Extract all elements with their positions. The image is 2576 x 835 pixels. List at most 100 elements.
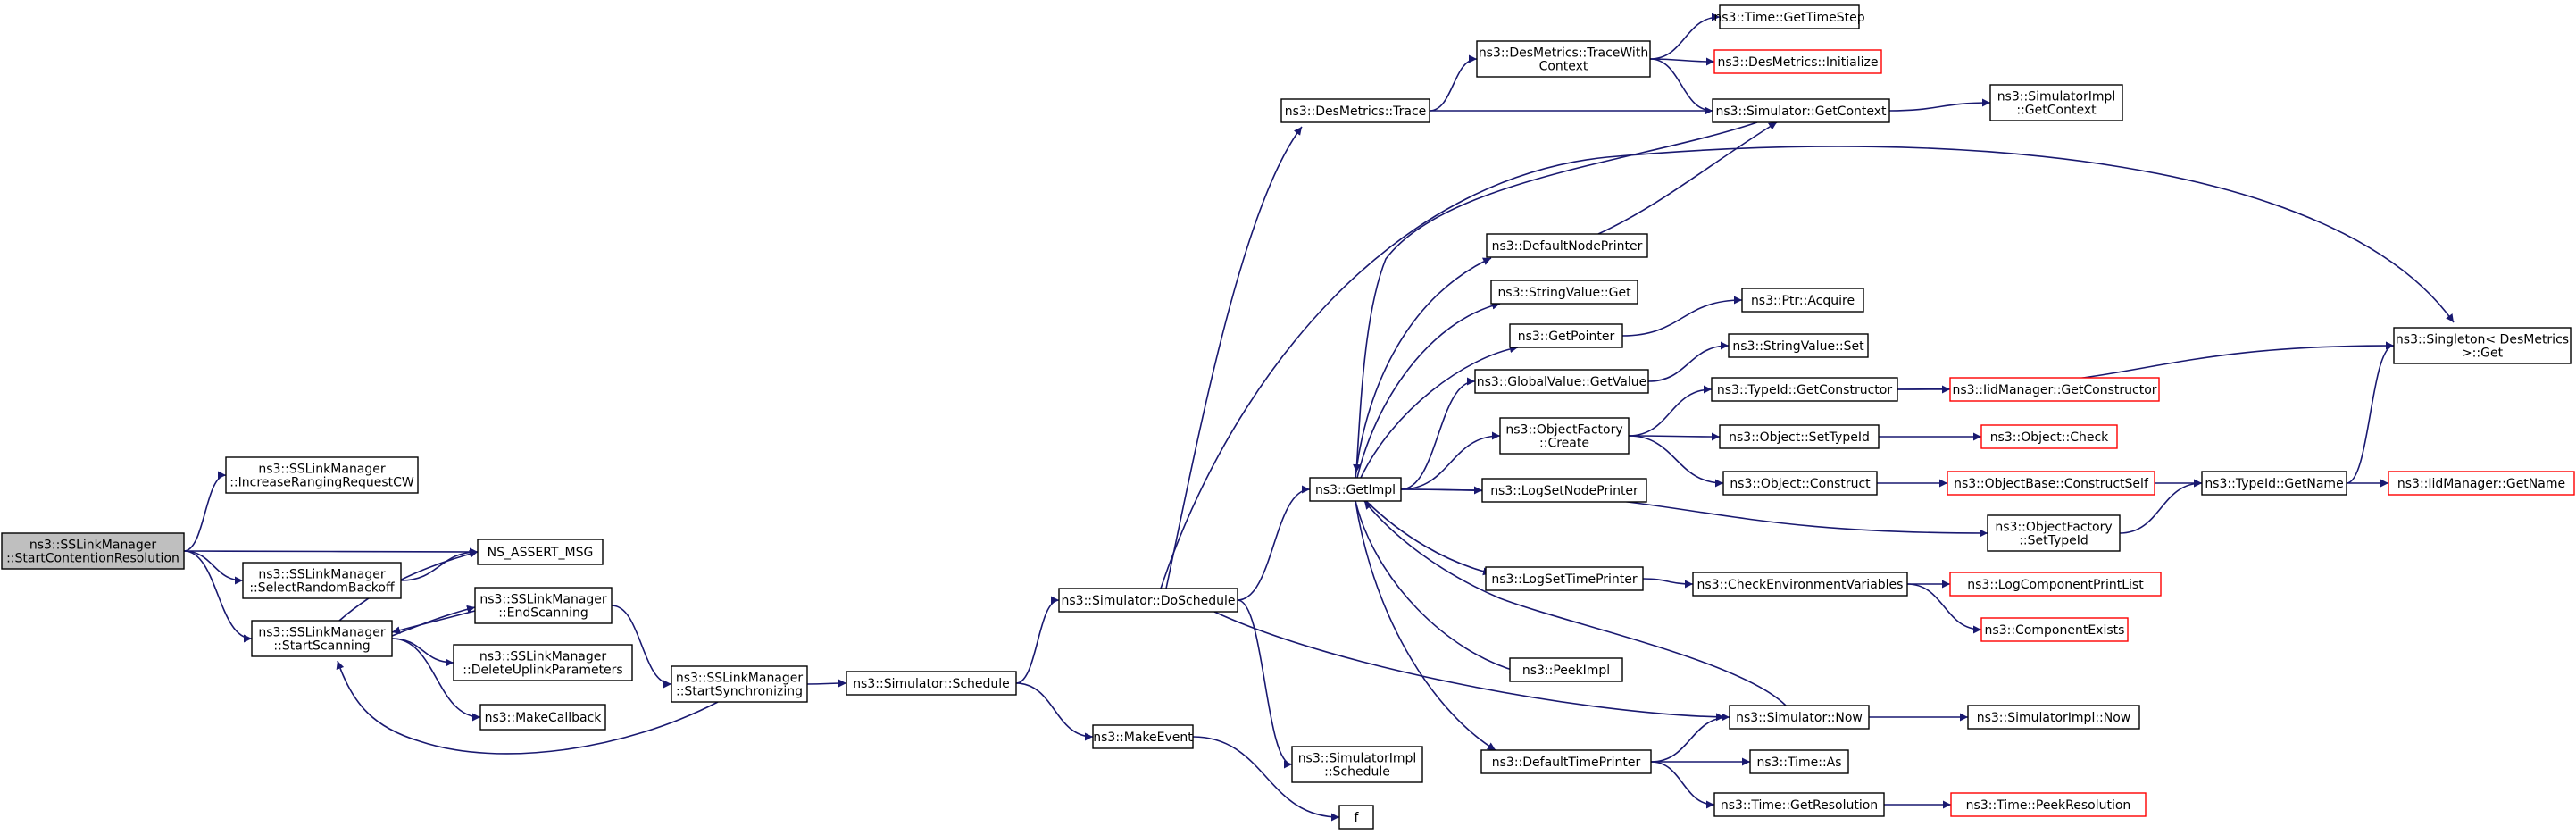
node-label: ns3::Simulator::DoSchedule — [1062, 594, 1236, 608]
node-label: ns3::SSLinkManager — [479, 593, 607, 607]
node-simNow[interactable]: ns3::Simulator::Now — [1729, 705, 1870, 730]
edge-objFactoryCreate-to-typeGetConstructor — [1628, 385, 1713, 437]
edge-traceWithCtx-to-getContext — [1649, 58, 1713, 115]
node-box — [1749, 749, 1849, 774]
node-label: NS_ASSERT_MSG — [488, 546, 594, 560]
node-logSetNodePrinter[interactable]: ns3::LogSetNodePrinter — [1481, 478, 1647, 503]
node-timePeekRes[interactable]: ns3::Time::PeekResolution — [1950, 792, 2147, 817]
node-implNow[interactable]: ns3::SimulatorImpl::Now — [1967, 705, 2140, 730]
node-label: ::IncreaseRangingRequestCW — [229, 476, 414, 490]
node-makeEvent[interactable]: ns3::MakeEvent — [1092, 724, 1194, 749]
node-timeAs[interactable]: ns3::Time::As — [1749, 749, 1849, 774]
node-label: ns3::Singleton< DesMetrics — [2396, 333, 2569, 347]
node-getPointer[interactable]: ns3::GetPointer — [1509, 323, 1623, 348]
node-endScanning[interactable]: ns3::SSLinkManager::EndScanning — [474, 587, 613, 624]
node-box — [1338, 805, 1374, 830]
node-box — [1474, 369, 1649, 394]
edge-traceWithCtx-to-desInit — [1649, 57, 1715, 66]
node-label: ns3::ObjectBase::ConstructSelf — [1954, 477, 2149, 491]
edge-getImpl-to-globalGetValue — [1400, 377, 1476, 490]
node-label: ::StartSynchronizing — [676, 685, 803, 699]
node-constructSelf[interactable]: ns3::ObjectBase::ConstructSelf — [1947, 471, 2155, 496]
node-singletonGet[interactable]: ns3::Singleton< DesMetrics >::Get — [2393, 327, 2572, 364]
node-incRanging[interactable]: ns3::SSLinkManager::IncreaseRangingReque… — [225, 456, 419, 494]
node-f[interactable]: f — [1338, 805, 1374, 830]
node-globalGetValue[interactable]: ns3::GlobalValue::GetValue — [1474, 369, 1649, 394]
edge-objFactoryCreate-to-objSetTypeId — [1628, 432, 1721, 441]
node-getTimeStep[interactable]: ns3::Time::GetTimeStep — [1713, 4, 1865, 29]
node-box — [671, 665, 808, 703]
node-logCompPrintList[interactable]: ns3::LogComponentPrintList — [1949, 572, 2162, 597]
node-ptrAcquire[interactable]: ns3::Ptr::Acquire — [1741, 288, 1864, 313]
node-label: ::GetContext — [2016, 104, 2097, 118]
node-box — [1713, 792, 1885, 817]
node-typeGetName[interactable]: ns3::TypeId::GetName — [2201, 471, 2347, 496]
node-doSchedule[interactable]: ns3::Simulator::DoSchedule — [1058, 588, 1238, 613]
node-box — [1989, 84, 2123, 121]
node-stringValueGet[interactable]: ns3::StringValue::Get — [1490, 280, 1638, 305]
node-box — [1722, 471, 1878, 496]
node-getContext[interactable]: ns3::Simulator::GetContext — [1712, 98, 1890, 123]
node-peekImpl[interactable]: ns3::PeekImpl — [1509, 657, 1623, 682]
edge-getImpl-to-defaultTimePrinter — [1355, 500, 1496, 751]
node-makeCallback[interactable]: ns3::MakeCallback — [479, 704, 606, 731]
node-box — [1486, 233, 1648, 258]
node-schedule[interactable]: ns3::Simulator::Schedule — [846, 671, 1017, 696]
edge-defaultNodePrinter-to-getContext — [1597, 121, 1778, 235]
node-label: ns3::LogComponentPrintList — [1967, 578, 2144, 592]
node-desInit[interactable]: ns3::DesMetrics::Initialize — [1713, 49, 1882, 74]
node-label: ns3::DefaultTimePrinter — [1492, 756, 1641, 770]
node-label: ns3::GetImpl — [1315, 483, 1396, 497]
node-typeGetConstructor[interactable]: ns3::TypeId::GetConstructor — [1711, 377, 1898, 402]
node-iidGetConstructor[interactable]: ns3::IidManager::GetConstructor — [1949, 377, 2160, 402]
node-label: ns3::Time::GetResolution — [1721, 798, 1878, 813]
node-label: ns3::SimulatorImpl::Now — [1977, 711, 2131, 725]
node-startScanning[interactable]: ns3::SSLinkManager::StartScanning — [251, 620, 393, 657]
node-label: ns3::DesMetrics::Trace — [1285, 104, 1427, 119]
node-label: ::SetTypeId — [2019, 534, 2088, 548]
edge-startSync-to-schedule — [806, 679, 847, 688]
node-selectBackoff[interactable]: ns3::SSLinkManager::SelectRandomBackoff — [242, 562, 402, 599]
node-label: ns3::StringValue::Get — [1497, 286, 1631, 300]
node-box — [1711, 377, 1898, 402]
edge-getImpl-to-objFactoryCreate — [1400, 431, 1501, 490]
node-label: ::Create — [1539, 437, 1589, 451]
edge-simNow-to-getImpl — [1363, 500, 1787, 706]
node-objSetTypeId[interactable]: ns3::Object::SetTypeId — [1719, 424, 1880, 449]
node-assert[interactable]: NS_ASSERT_MSG — [477, 539, 604, 565]
edge-root-to-assert — [183, 547, 479, 556]
node-objFactoryCreate[interactable]: ns3::ObjectFactory::Create — [1499, 417, 1630, 455]
node-label: ns3::Object::SetTypeId — [1729, 430, 1870, 445]
edge-makeEvent-to-f — [1192, 736, 1340, 822]
node-logSetTimePrinter[interactable]: ns3::LogSetTimePrinter — [1485, 566, 1644, 591]
node-getImpl[interactable]: ns3::GetImpl — [1309, 477, 1402, 502]
node-label: ::EndScanning — [498, 606, 588, 621]
node-objCheck[interactable]: ns3::Object::Check — [1980, 424, 2118, 449]
node-objFactorySetTypeId[interactable]: ns3::ObjectFactory::SetTypeId — [1987, 514, 2121, 552]
node-compExists[interactable]: ns3::ComponentExists — [1980, 617, 2129, 642]
node-box — [251, 620, 393, 657]
node-objConstruct[interactable]: ns3::Object::Construct — [1722, 471, 1878, 496]
node-label: ns3::DesMetrics::TraceWith — [1479, 46, 1648, 61]
edge-endScanning-to-startSync — [611, 605, 672, 689]
node-defaultTimePrinter[interactable]: ns3::DefaultTimePrinter — [1480, 749, 1652, 774]
node-implSchedule[interactable]: ns3::SimulatorImpl::Schedule — [1291, 746, 1423, 783]
node-label: ns3::Time::GetTimeStep — [1713, 11, 1864, 25]
node-label: ns3::SimulatorImpl — [1298, 752, 1417, 766]
node-box — [1280, 98, 1430, 123]
node-checkEnv[interactable]: ns3::CheckEnvironmentVariables — [1692, 572, 1908, 597]
edge-schedule-to-doSchedule — [1015, 596, 1060, 684]
node-stringValueSet[interactable]: ns3::StringValue::Set — [1728, 333, 1869, 358]
node-label: ns3::ObjectFactory — [1505, 423, 1622, 438]
node-deleteUplink[interactable]: ns3::SSLinkManager::DeleteUplinkParamete… — [453, 644, 633, 681]
node-iidGetName[interactable]: ns3::IidManager::GetName — [2388, 471, 2575, 496]
node-label: ns3::IidManager::GetConstructor — [1952, 383, 2156, 397]
node-box — [1967, 705, 2140, 730]
node-box — [1480, 749, 1652, 774]
node-timeGetRes[interactable]: ns3::Time::GetResolution — [1713, 792, 1885, 817]
node-desTrace[interactable]: ns3::DesMetrics::Trace — [1280, 98, 1430, 123]
node-startSync[interactable]: ns3::SSLinkManager::StartSynchronizing — [671, 665, 808, 703]
node-defaultNodePrinter[interactable]: ns3::DefaultNodePrinter — [1486, 233, 1648, 258]
node-implGetContext[interactable]: ns3::SimulatorImpl::GetContext — [1989, 84, 2123, 121]
